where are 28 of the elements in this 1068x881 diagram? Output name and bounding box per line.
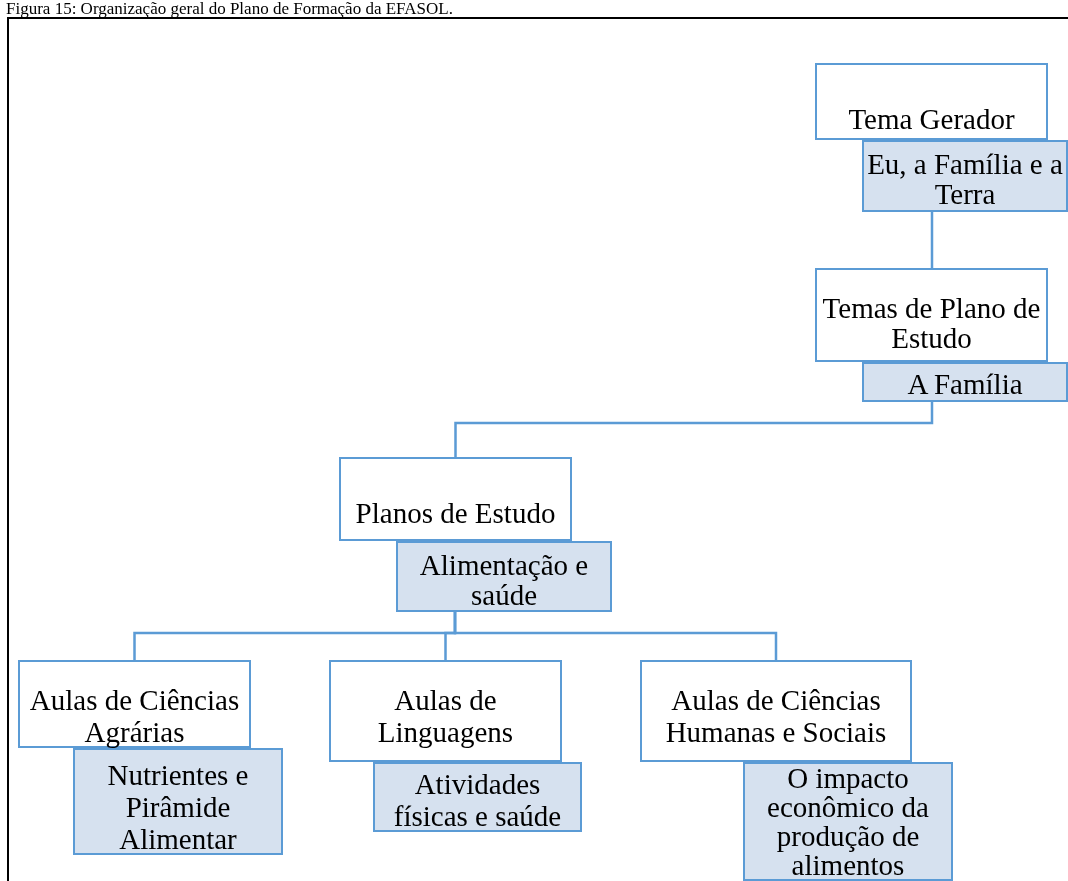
topic-text: Atividades físicas e saúde — [392, 768, 563, 832]
category-label: Temas de Plano de Estudo — [821, 293, 1042, 353]
topic-box — [743, 762, 953, 881]
topic-box — [862, 362, 1068, 402]
category-label: Planos de Estudo — [354, 496, 557, 530]
category-box — [640, 660, 912, 762]
connector-line — [453, 612, 778, 660]
category-label: Aulas de Linguagens — [376, 684, 515, 748]
topic-box — [73, 748, 283, 855]
category-box — [329, 660, 562, 762]
category-label: Aulas de Ciências Humanas e Sociais — [664, 684, 888, 748]
connector-line — [930, 212, 934, 268]
topic-text: Alimentação e saúde — [418, 550, 590, 610]
category-box — [18, 660, 251, 748]
category-label: Aulas de Ciências Agrárias — [28, 684, 241, 748]
category-label: Tema Gerador — [847, 102, 1016, 136]
category-box — [815, 63, 1048, 140]
category-box — [815, 268, 1048, 362]
topic-text: Nutrientes e Pirâmide Alimentar — [106, 759, 250, 855]
topic-box — [396, 541, 612, 612]
topic-text: O impacto econômico da produção de alimentos — [766, 764, 930, 880]
topic-text: Eu, a Família e a Terra — [866, 149, 1064, 209]
topic-box — [862, 140, 1068, 212]
connector-line — [454, 402, 934, 457]
figure-title: Figura 15: Organização geral do Plano de Formação da EFASOL. — [6, 0, 453, 18]
category-box — [339, 457, 572, 541]
topic-text: A Família — [906, 369, 1024, 399]
topic-box — [373, 762, 582, 832]
